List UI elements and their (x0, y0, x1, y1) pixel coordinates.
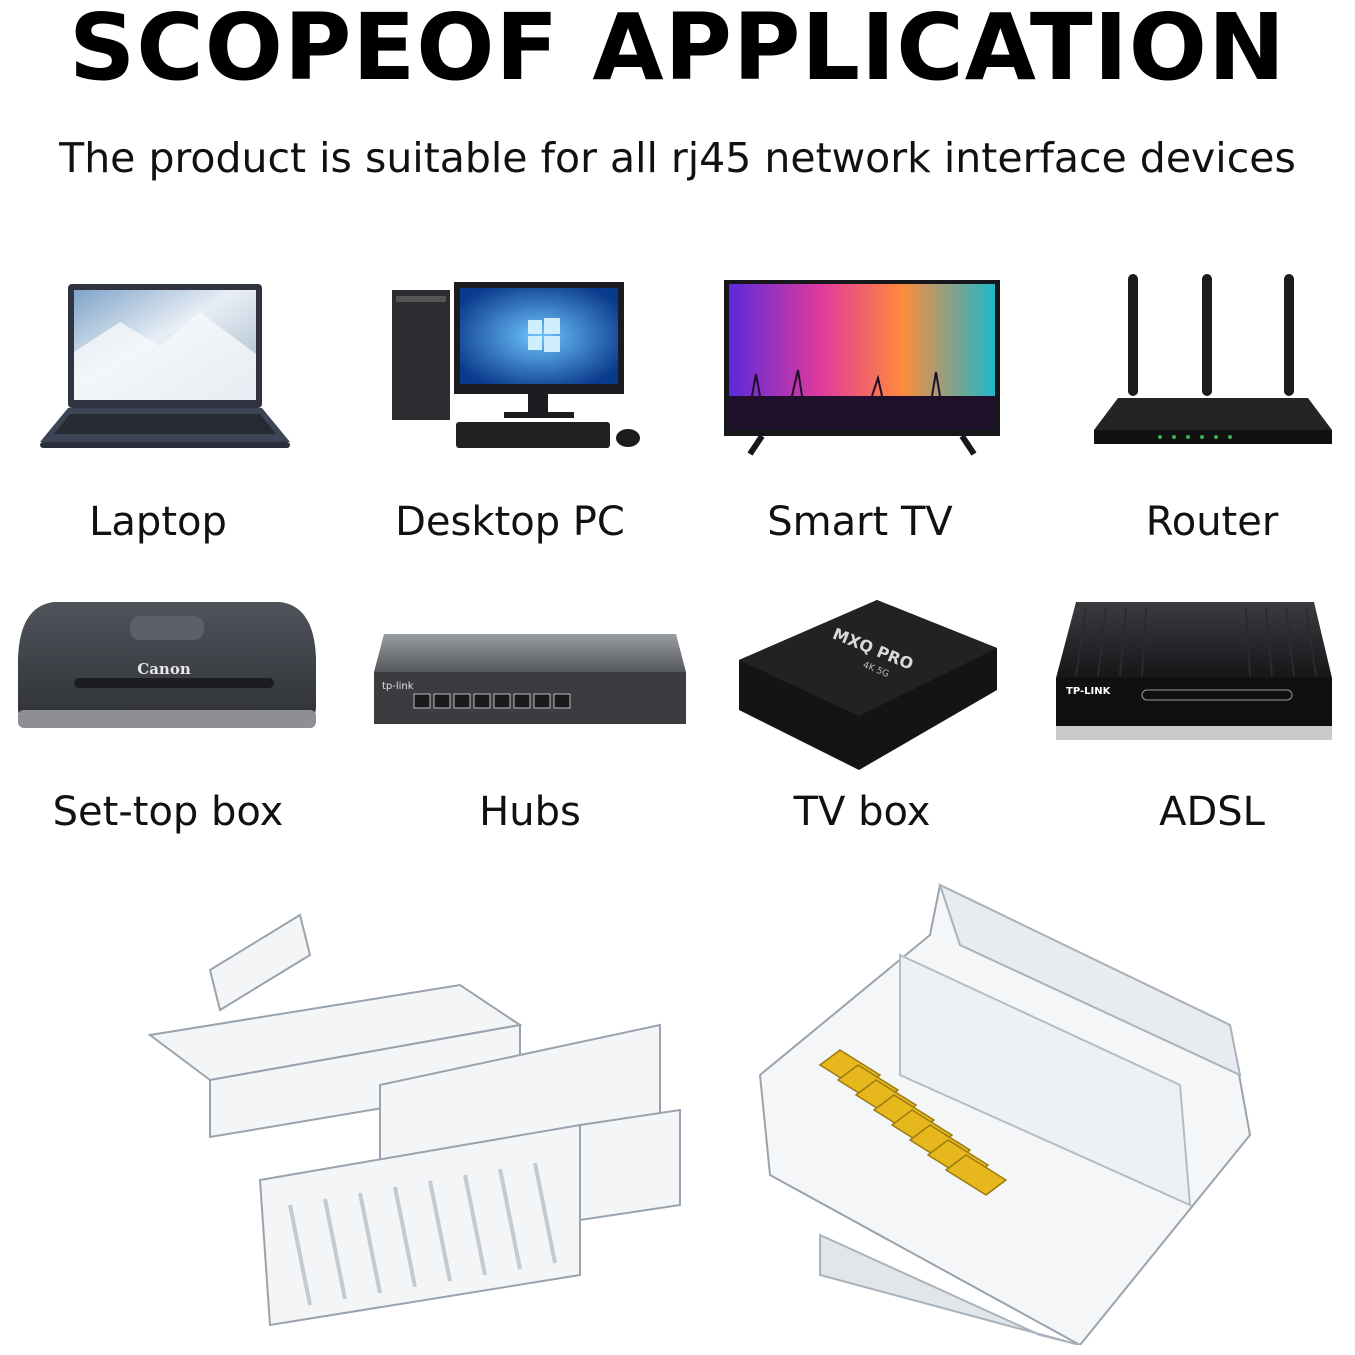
page-subtitle: The product is suitable for all rj45 net… (59, 134, 1296, 182)
gold-contacts (818, 1049, 1008, 1196)
device-label-hubs: Hubs (479, 789, 581, 835)
device-label-router: Router (1145, 499, 1279, 545)
set-top-box-icon: Canon (14, 598, 320, 738)
device-label-tv-box: TV box (793, 789, 931, 835)
rj45-closed-connector (758, 883, 1252, 1347)
desktop-pc-icon (388, 280, 648, 455)
adsl-brand-text: TP-LINK (1066, 686, 1112, 697)
page-title: SCOPEOF APPLICATION (68, 0, 1287, 101)
device-label-adsl: ADSL (1159, 789, 1265, 835)
device-label-set-top-box: Set-top box (52, 789, 284, 835)
hub-icon: tp-link (372, 632, 688, 727)
adsl-modem-icon: TP-LINK (1052, 598, 1334, 748)
laptop-icon (40, 282, 290, 457)
rj45-connector-icon (140, 875, 1260, 1349)
hub-brand-text: tp-link (382, 681, 414, 692)
device-label-smart-tv: Smart TV (767, 499, 953, 545)
rj45-open-connector (147, 913, 681, 1327)
smart-tv-icon (722, 278, 1002, 458)
device-label-laptop: Laptop (89, 499, 227, 545)
router-icon (1090, 270, 1335, 455)
tv-box-icon: MXQ PRO 4K 5G (735, 598, 1000, 778)
settop-brand-text: Canon (137, 660, 191, 678)
device-label-desktop-pc: Desktop PC (395, 499, 625, 545)
